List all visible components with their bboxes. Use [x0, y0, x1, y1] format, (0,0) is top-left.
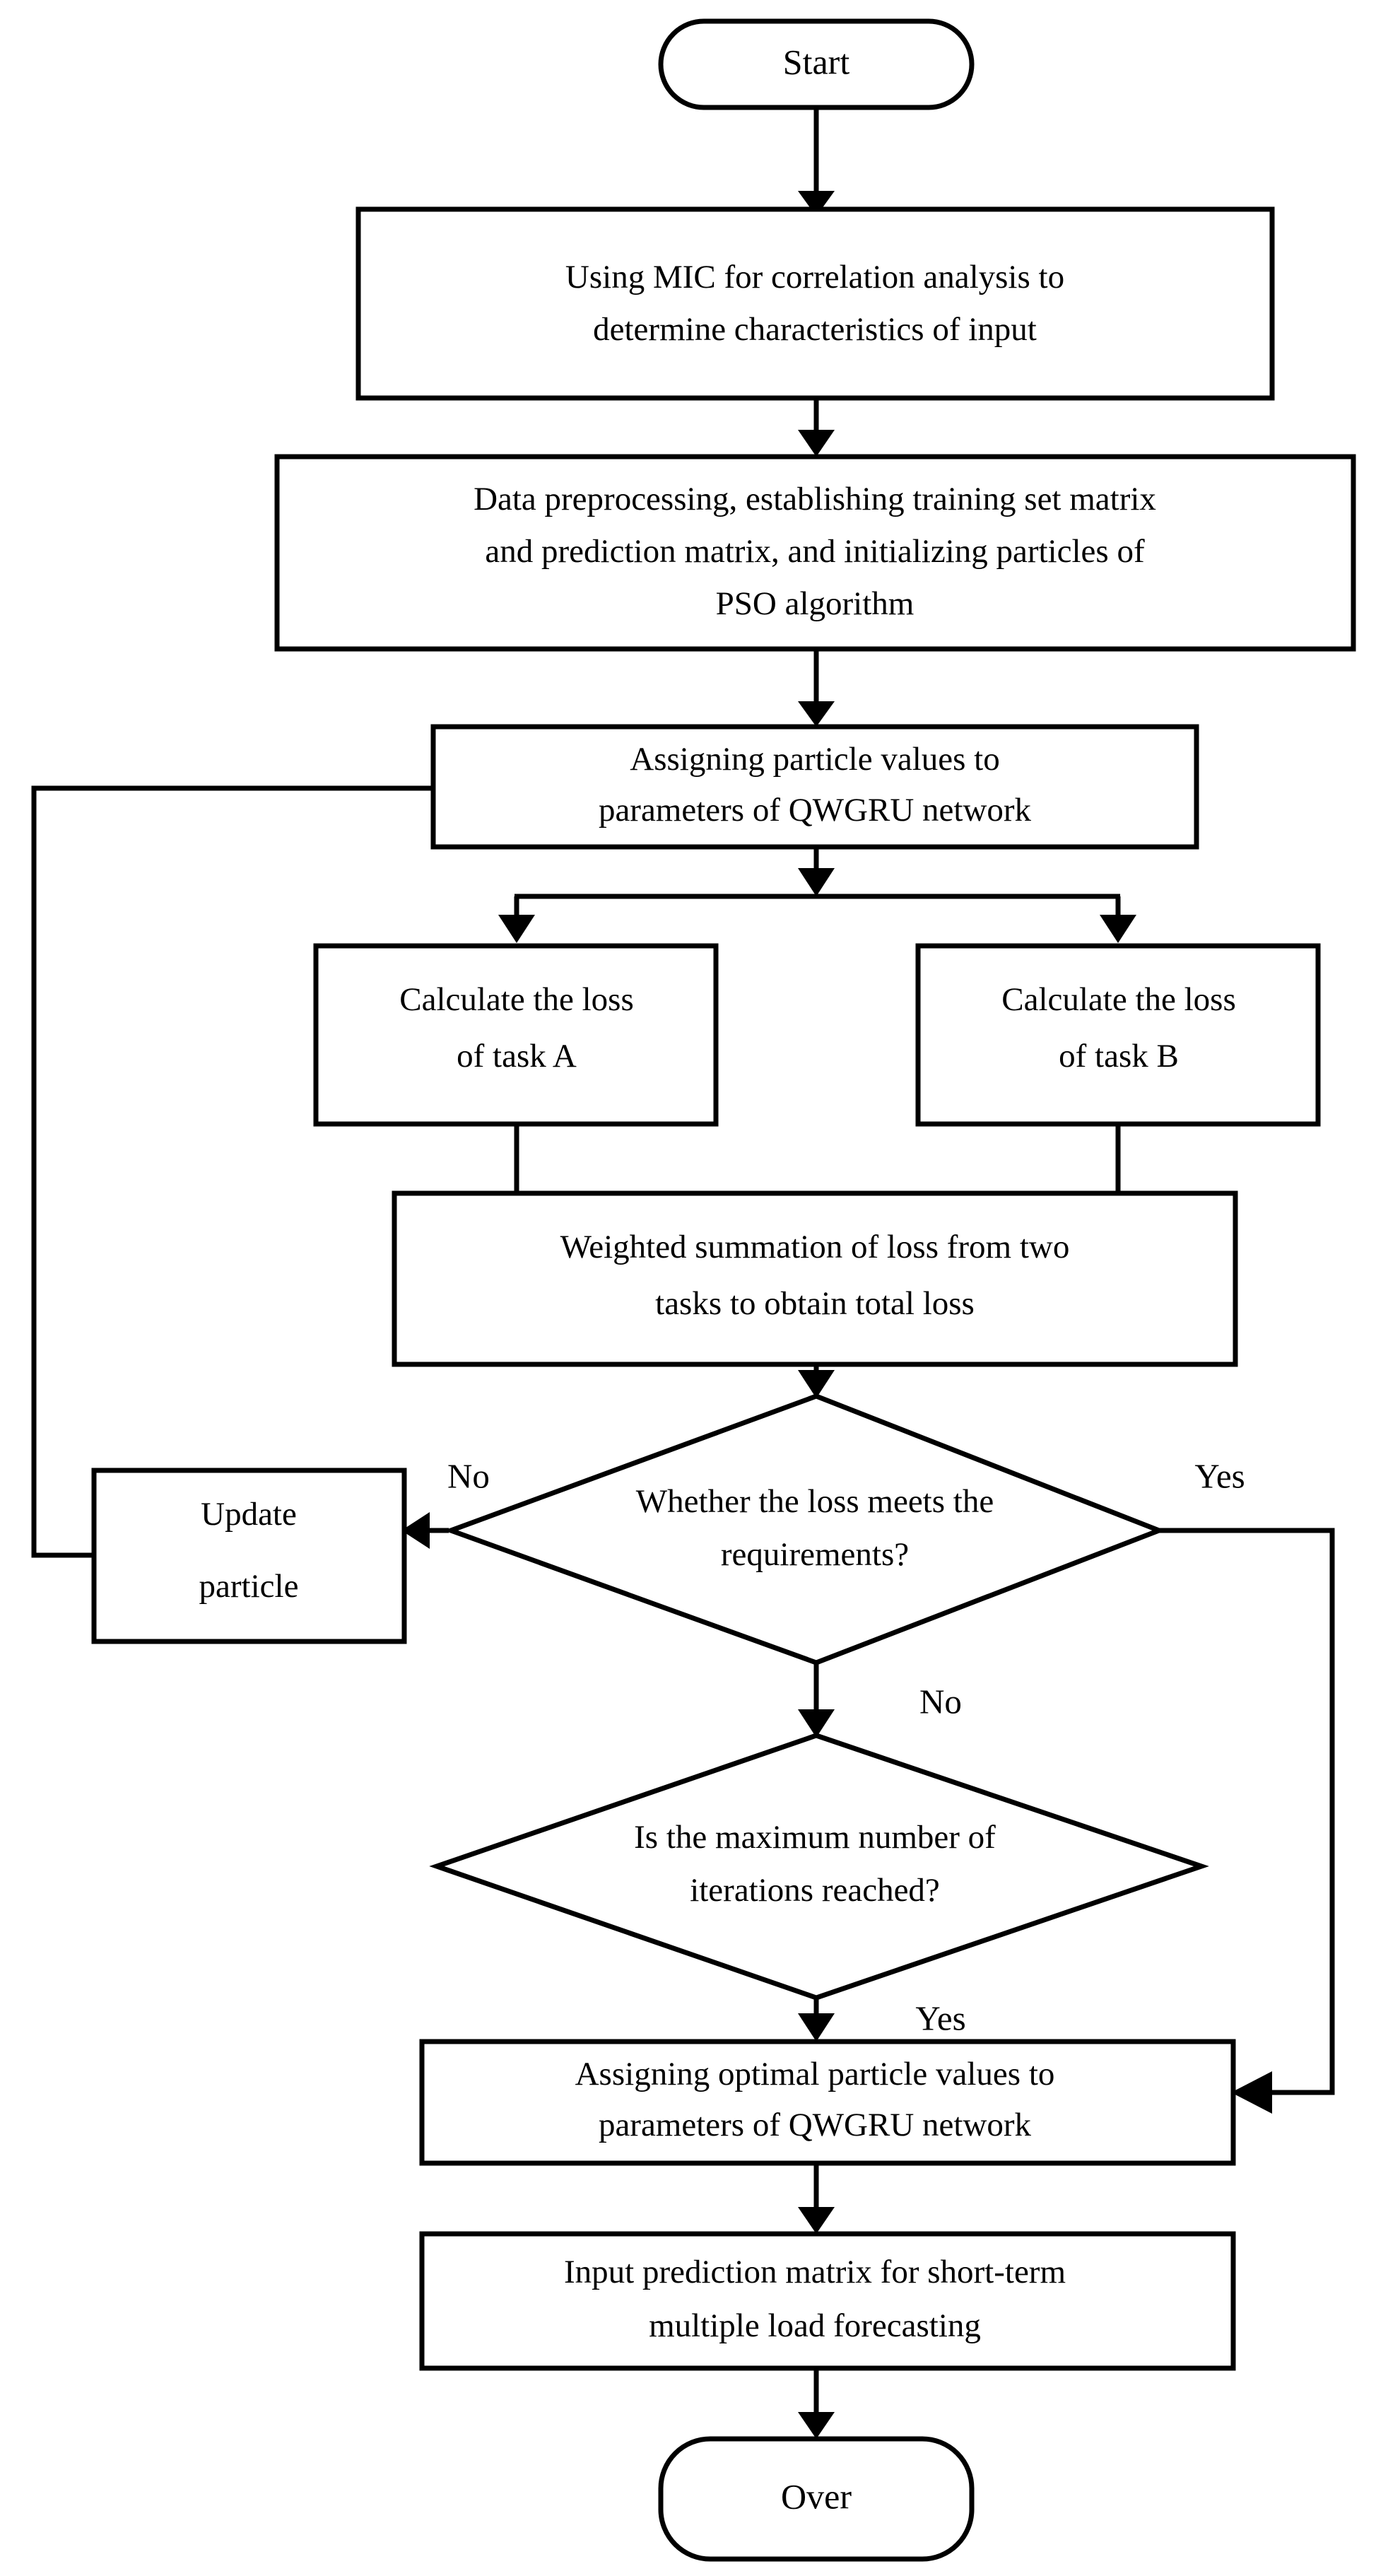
- loss-task-b-line2: of task B: [1059, 1038, 1179, 1075]
- weighted-label-line1: Weighted summation of loss from two: [560, 1229, 1070, 1265]
- edge-label-decision1-yes: Yes: [1194, 1456, 1245, 1495]
- edge-decision1-no-to-update: [401, 1512, 449, 1549]
- mic-label-line1: Using MIC for correlation analysis to: [565, 259, 1064, 295]
- edge-weighted-to-decision1: [798, 1364, 835, 1398]
- node-forecast[interactable]: Input prediction matrix for short-term m…: [419, 2231, 1236, 2371]
- node-weighted[interactable]: Weighted summation of loss from two task…: [392, 1190, 1238, 1367]
- preprocess-process-shape: [274, 454, 1356, 652]
- node-assign-optimal[interactable]: Assigning optimal particle values to par…: [419, 2039, 1236, 2166]
- forecast-process-shape: [419, 2231, 1236, 2371]
- loss-task-a-shape: [313, 943, 719, 1127]
- loss-task-b-shape: [915, 943, 1321, 1127]
- node-over[interactable]: Over: [658, 2436, 975, 2562]
- over-label: Over: [781, 2476, 852, 2516]
- edge-label-decision2-yes: Yes: [915, 1998, 965, 2037]
- loss-task-b-line1: Calculate the loss: [1001, 981, 1236, 1018]
- assign-label-line1: Assigning particle values to: [630, 741, 999, 778]
- edge-label-decision2-no: No: [919, 1682, 962, 1721]
- node-assign[interactable]: Assigning particle values to parameters …: [430, 724, 1199, 850]
- edge-label-decision1-no: No: [447, 1456, 490, 1495]
- assign-optimal-line1: Assigning optimal particle values to: [575, 2056, 1055, 2092]
- node-preprocess[interactable]: Data preprocessing, establishing trainin…: [274, 454, 1356, 652]
- node-start[interactable]: Start: [658, 18, 975, 110]
- start-terminator-shape: [658, 18, 975, 110]
- loss-task-a-line2: of task A: [457, 1038, 577, 1075]
- node-decision-loss-requirements[interactable]: Whether the loss meets the requirements?: [443, 1393, 1166, 1665]
- decision2-label-line1: Is the maximum number of: [634, 1819, 996, 1856]
- edge-preprocess-to-assign: [798, 649, 835, 727]
- decision2-diamond-shape: [429, 1733, 1209, 2001]
- node-loss-task-a[interactable]: Calculate the loss of task A: [313, 943, 719, 1127]
- edge-decision2-yes-to-assignopt: [798, 1997, 835, 2042]
- node-decision-max-iterations[interactable]: Is the maximum number of iterations reac…: [429, 1733, 1209, 2001]
- edge-assign-to-tasks: [498, 847, 1136, 943]
- decision1-label-line2: requirements?: [721, 1536, 909, 1573]
- start-label: Start: [783, 42, 850, 81]
- update-particle-line2: particle: [199, 1568, 299, 1605]
- weighted-label-line2: tasks to obtain total loss: [655, 1285, 975, 1322]
- edge-update-to-assign-loop: [31, 770, 630, 1558]
- update-particle-shape: [91, 1468, 407, 1644]
- edge-decision1-yes-to-assignopt: [1159, 1528, 1335, 2114]
- edge-start-to-mic: [798, 107, 835, 216]
- edge-assignopt-to-forecast: [798, 2163, 835, 2234]
- edge-decision1-to-decision2: [798, 1661, 835, 1738]
- node-mic[interactable]: Using MIC for correlation analysis to de…: [355, 206, 1275, 401]
- assign-label-line2: parameters of QWGRU network: [599, 792, 1032, 829]
- update-particle-line1: Update: [201, 1496, 297, 1533]
- decision1-diamond-shape: [443, 1393, 1166, 1665]
- decision2-label-line2: iterations reached?: [690, 1872, 940, 1909]
- mic-process-shape: [355, 206, 1275, 401]
- weighted-process-shape: [392, 1190, 1238, 1367]
- preprocess-label-line2: and prediction matrix, and initializing …: [485, 533, 1145, 570]
- assign-optimal-line2: parameters of QWGRU network: [599, 2107, 1032, 2143]
- over-terminator-shape: [658, 2436, 975, 2562]
- forecast-line1: Input prediction matrix for short-term: [564, 2254, 1066, 2290]
- node-loss-task-b[interactable]: Calculate the loss of task B: [915, 943, 1321, 1127]
- preprocess-label-line1: Data preprocessing, establishing trainin…: [474, 481, 1156, 517]
- assign-process-shape: [430, 724, 1199, 850]
- preprocess-label-line3: PSO algorithm: [716, 585, 915, 622]
- forecast-line2: multiple load forecasting: [649, 2307, 981, 2344]
- node-update-particle[interactable]: Update particle: [91, 1468, 407, 1644]
- edge-mic-to-preprocess: [798, 398, 835, 457]
- edge-forecast-to-over: [798, 2368, 835, 2439]
- loss-task-a-line1: Calculate the loss: [399, 981, 634, 1018]
- decision1-label-line1: Whether the loss meets the: [636, 1483, 994, 1520]
- assign-optimal-shape: [419, 2039, 1236, 2166]
- mic-label-line2: determine characteristics of input: [593, 311, 1037, 348]
